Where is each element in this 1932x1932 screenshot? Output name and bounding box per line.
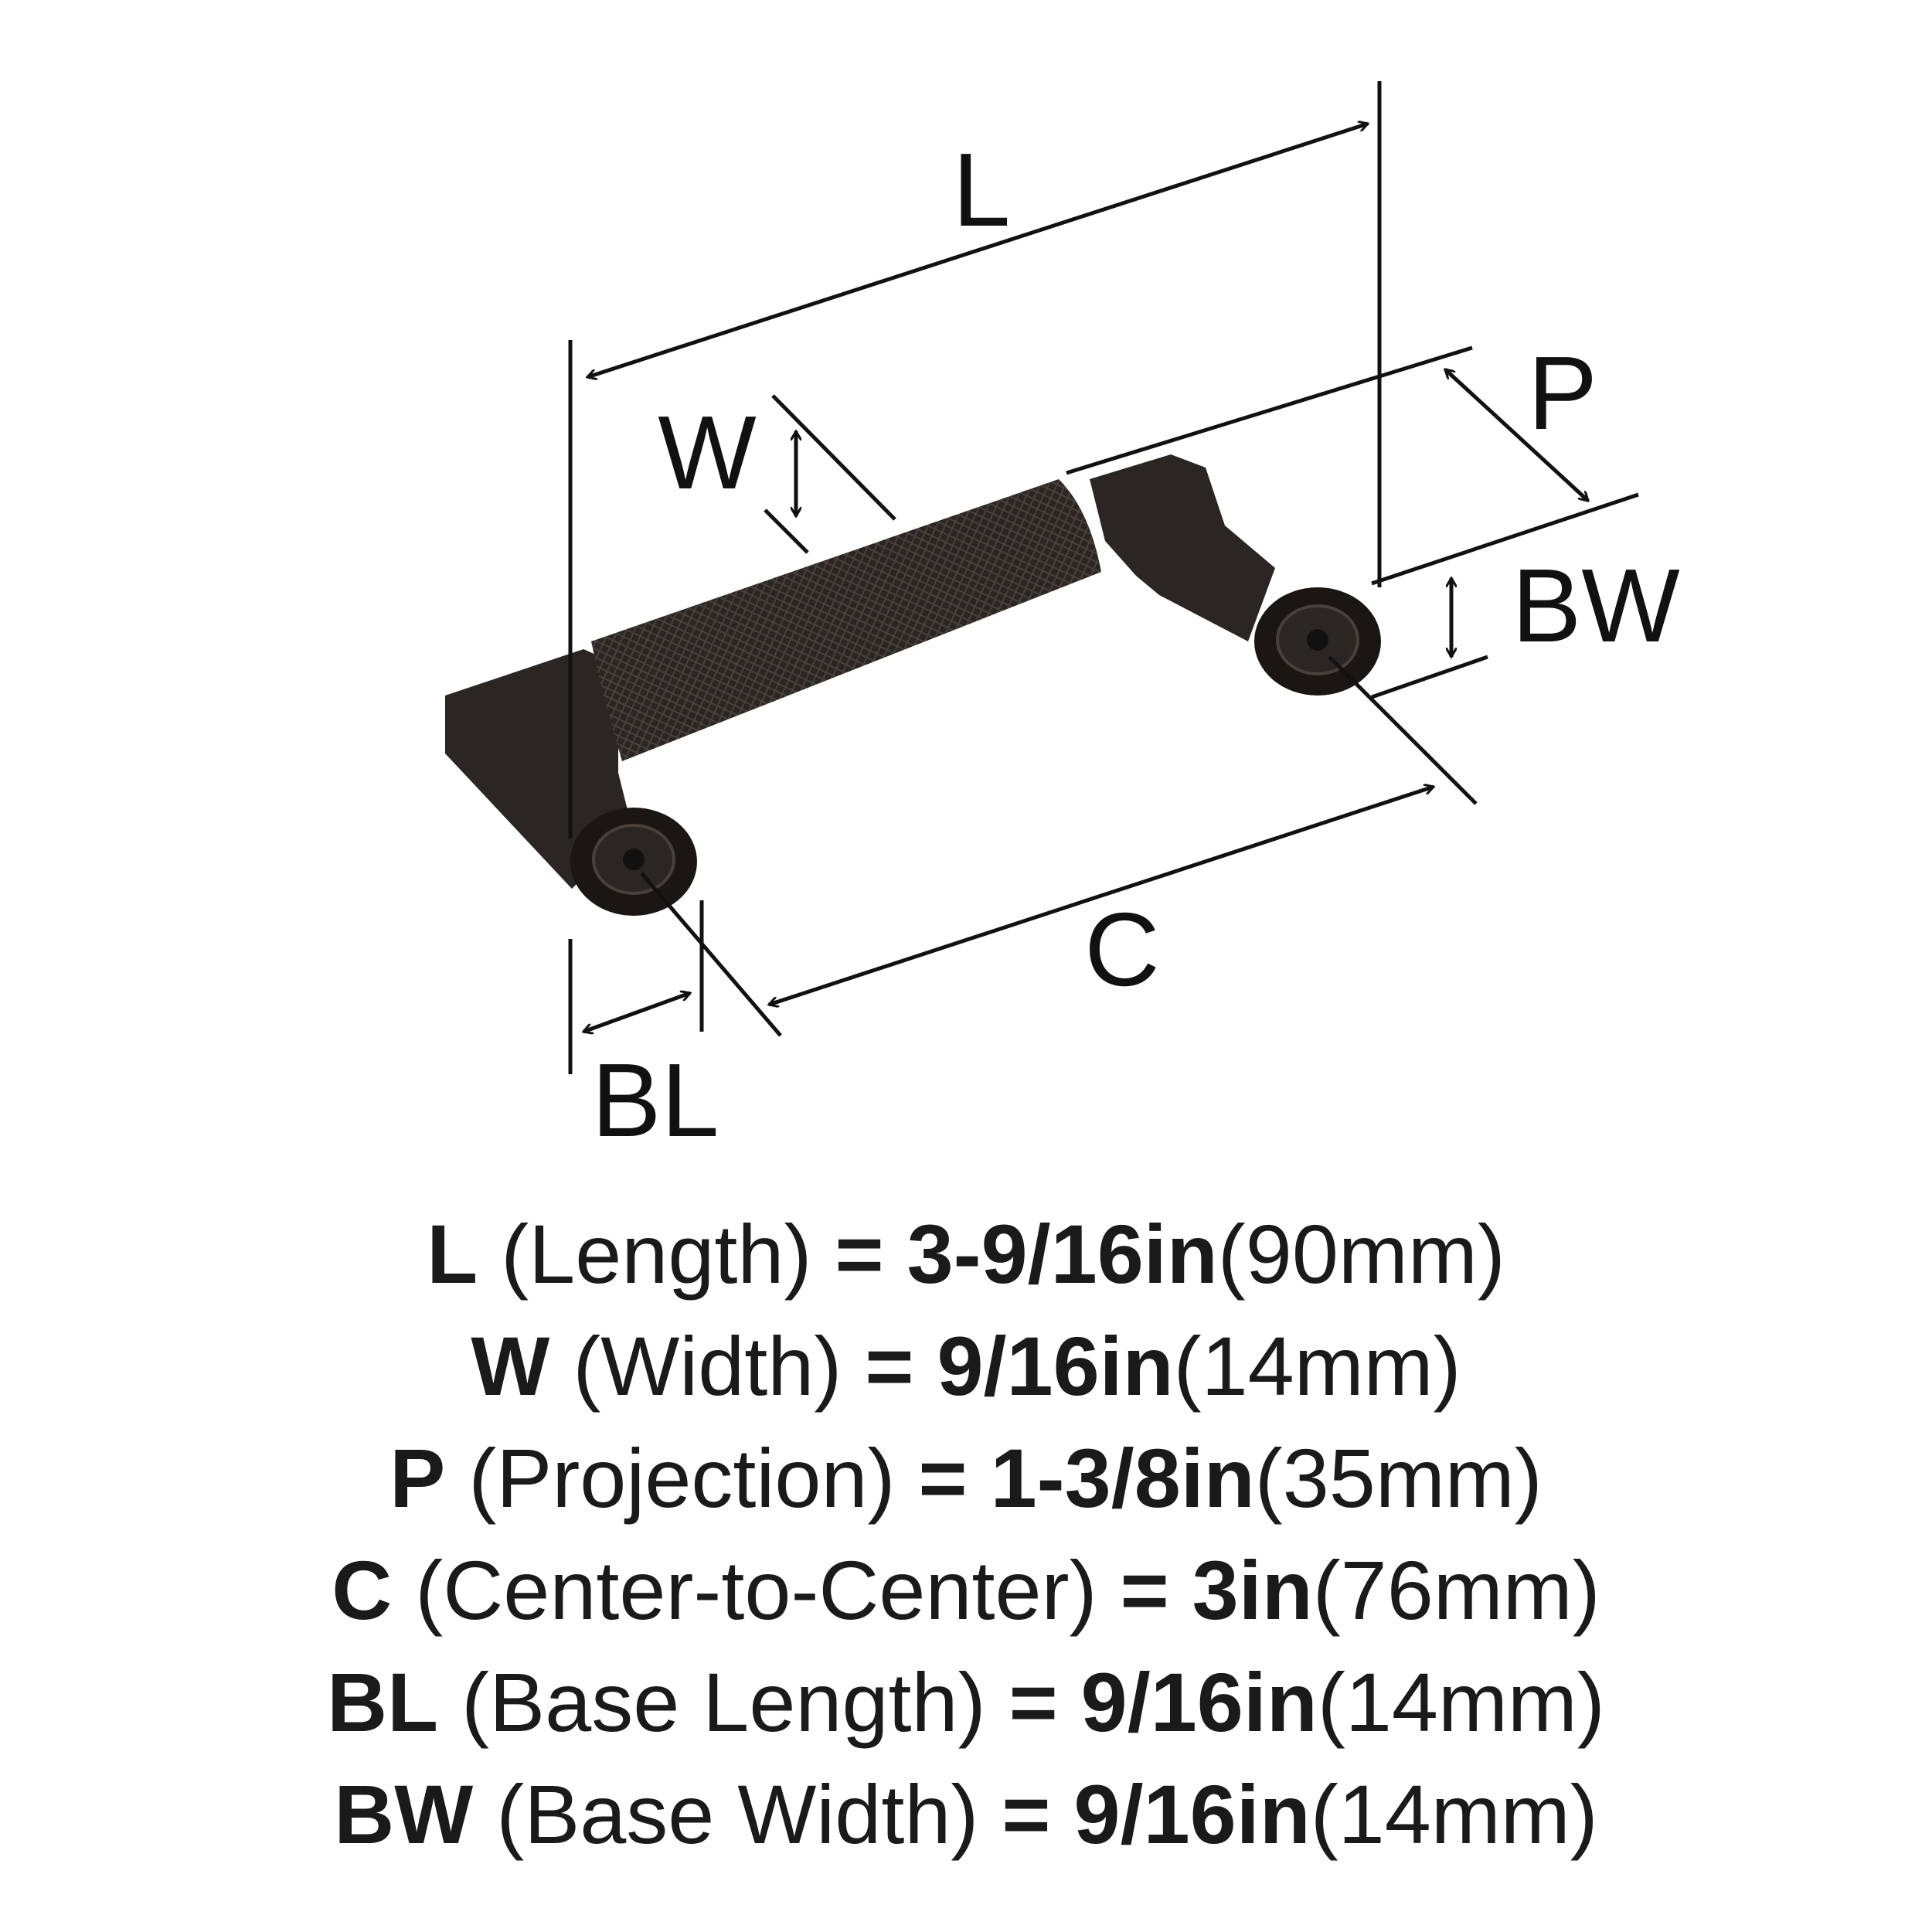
dimension-lines xyxy=(568,81,1639,1074)
spec-code: L xyxy=(427,1207,478,1301)
spec-imperial: 1-3/8in xyxy=(990,1431,1255,1525)
spec-equals: = xyxy=(835,1207,884,1301)
spec-row-projection: P (Projection) = 1-3/8in(35mm) xyxy=(0,1422,1932,1534)
spec-metric: (90mm) xyxy=(1217,1207,1505,1301)
base-length-arrow xyxy=(583,993,690,1032)
spec-name: (Length) xyxy=(501,1207,812,1301)
spec-code: BL xyxy=(327,1655,439,1749)
center-extension-left xyxy=(640,872,782,1037)
label-length: L xyxy=(952,131,1010,248)
projection-extension-bottom xyxy=(1371,492,1639,586)
label-projection: P xyxy=(1528,335,1597,451)
spec-code: C xyxy=(332,1543,393,1637)
spec-name: (Center-to-Center) xyxy=(415,1543,1097,1637)
center-arrow xyxy=(769,787,1434,1005)
spec-name: (Width) xyxy=(573,1319,842,1413)
spec-imperial: 3-9/16in xyxy=(906,1207,1218,1301)
cabinet-pull xyxy=(445,454,1381,916)
label-width: W xyxy=(658,394,756,511)
center-extension-right xyxy=(1328,655,1478,805)
spec-equals: = xyxy=(1120,1543,1169,1637)
projection-extension-top xyxy=(1066,345,1473,475)
spec-equals: = xyxy=(1002,1767,1051,1861)
pull-dimension-diagram: L W P BW C BL xyxy=(445,81,1680,1158)
spec-name: (Base Length) xyxy=(461,1655,986,1749)
spec-metric: (14mm) xyxy=(1310,1767,1598,1861)
dimension-spec-list: L (Length) = 3-9/16in(90mm) W (Width) = … xyxy=(0,1198,1932,1870)
spec-code: BW xyxy=(334,1767,474,1861)
base-width-extension-bottom xyxy=(1371,655,1488,699)
spec-name: (Projection) xyxy=(468,1431,896,1525)
spec-imperial: 9/16in xyxy=(1080,1655,1318,1749)
spec-metric: (76mm) xyxy=(1312,1543,1600,1637)
spec-imperial: 9/16in xyxy=(937,1319,1174,1413)
spec-code: P xyxy=(389,1431,446,1525)
spec-metric: (14mm) xyxy=(1173,1319,1461,1413)
spec-code: W xyxy=(471,1319,550,1413)
projection-arrow xyxy=(1445,369,1588,501)
label-center: C xyxy=(1084,891,1160,1008)
width-extension-top xyxy=(771,394,896,521)
label-base-length: BL xyxy=(591,1042,719,1158)
spec-metric: (14mm) xyxy=(1317,1655,1605,1749)
spec-name: (Base Width) xyxy=(496,1767,979,1861)
spec-metric: (35mm) xyxy=(1254,1431,1543,1525)
spec-row-base-width: BW (Base Width) = 9/16in(14mm) xyxy=(0,1758,1932,1870)
length-arrow xyxy=(587,124,1368,377)
spec-equals: = xyxy=(918,1431,968,1525)
spec-equals: = xyxy=(865,1319,914,1413)
spec-row-length: L (Length) = 3-9/16in(90mm) xyxy=(0,1198,1932,1310)
spec-row-base-length: BL (Base Length) = 9/16in(14mm) xyxy=(0,1646,1932,1758)
spec-equals: = xyxy=(1009,1655,1058,1749)
spec-row-width: W (Width) = 9/16in(14mm) xyxy=(0,1310,1932,1422)
width-extension-bottom xyxy=(764,509,809,554)
knurled-bar xyxy=(591,479,1101,761)
spec-row-center: C (Center-to-Center) = 3in(76mm) xyxy=(0,1534,1932,1646)
right-base xyxy=(1090,454,1275,641)
spec-imperial: 3in xyxy=(1192,1543,1313,1637)
spec-imperial: 9/16in xyxy=(1073,1767,1311,1861)
label-base-width: BW xyxy=(1512,547,1679,664)
